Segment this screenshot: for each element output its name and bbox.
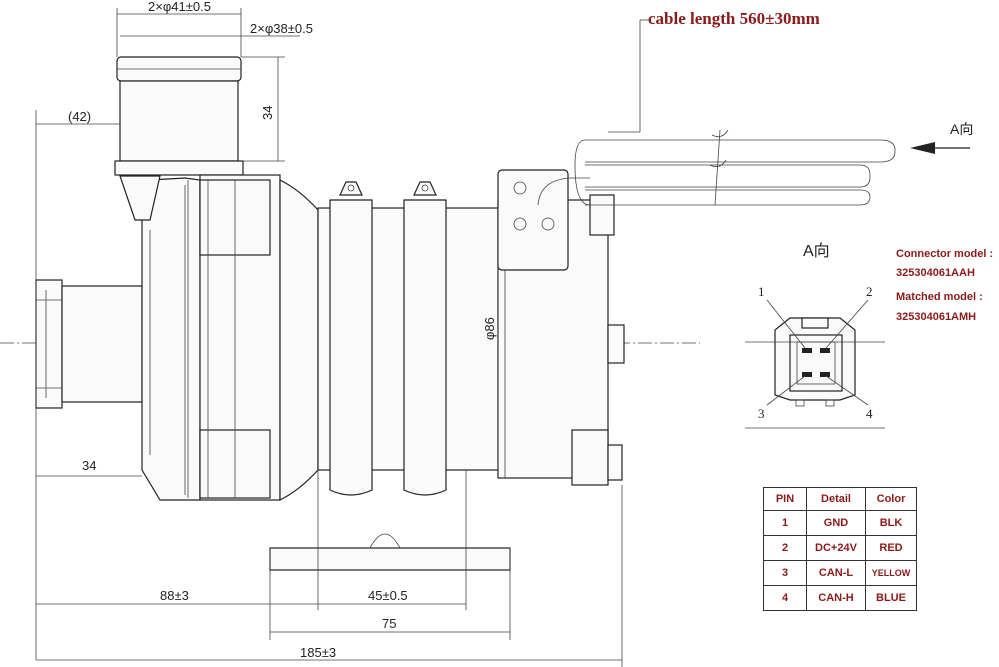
dim-86: φ86: [482, 317, 497, 340]
color-cell: BLK: [865, 510, 917, 536]
connector-block: [497, 169, 615, 271]
view-a-arrow-label: A向: [950, 121, 973, 137]
dim-42: (42): [68, 109, 91, 124]
pin-number-2: 2: [866, 284, 873, 299]
matched-model-label: Matched model :: [896, 291, 983, 303]
detail-cell: CAN-L: [806, 560, 866, 586]
pin-number-4: 4: [866, 406, 873, 421]
pin-number-3: 3: [758, 406, 765, 421]
table-row: 2 DC+24V RED: [763, 535, 917, 561]
dim-185: 185±3: [300, 645, 336, 660]
dim-34-left: 34: [82, 458, 96, 473]
pin-cell: 3: [763, 560, 807, 586]
table-row: 3 CAN-L YELLOW: [763, 560, 917, 586]
clamp-bands: [329, 181, 447, 496]
pin-table: PIN Detail Color 1 GND BLK 2 DC+24V RED …: [763, 487, 917, 611]
table-row: 4 CAN-H BLUE: [763, 585, 917, 611]
inlet-port: [35, 279, 143, 409]
view-a-title: A向: [803, 242, 830, 260]
color-cell: YELLOW: [865, 560, 917, 586]
connector-model-info: Connector model : 325304061AAH Matched m…: [896, 248, 993, 323]
color-cell: BLUE: [865, 585, 917, 611]
dim-88: 88±3: [160, 588, 189, 603]
volute-housing: [119, 175, 201, 501]
detail-cell: CAN-H: [806, 585, 866, 611]
detail-cell: DC+24V: [806, 535, 866, 561]
connector-face-view: 1 2 3 4: [745, 284, 885, 429]
connector-model-value: 325304061AAH: [896, 267, 975, 279]
detail-cell: GND: [806, 510, 866, 536]
mounting-base: [269, 533, 511, 571]
connector-model-label: Connector model :: [896, 248, 993, 260]
dim-38: 2×φ38±0.5: [250, 21, 313, 36]
main-flange: [187, 174, 281, 501]
cable-length-label: cable length 560±30mm: [648, 9, 820, 28]
view-a-arrow: [910, 142, 970, 154]
pin-number-1: 1: [758, 284, 765, 299]
end-cover: [571, 324, 625, 486]
dim-75: 75: [382, 616, 396, 631]
cable-bundle: [574, 129, 896, 206]
pin-table-header-row: PIN Detail Color: [763, 487, 917, 511]
table-row: 1 GND BLK: [763, 510, 917, 536]
dimension-lines: [35, 8, 650, 667]
outlet-pipe: [114, 56, 244, 176]
pin-cell: 2: [763, 535, 807, 561]
color-header: Color: [865, 487, 917, 511]
transition-cone: [279, 179, 319, 501]
pin-cell: 1: [763, 510, 807, 536]
matched-model-value: 325304061AMH: [896, 311, 976, 323]
pin-header: PIN: [763, 487, 807, 511]
pin-cell: 4: [763, 585, 807, 611]
detail-header: Detail: [806, 487, 866, 511]
dim-45: 45±0.5: [368, 588, 408, 603]
dim-41: 2×φ41±0.5: [148, 0, 211, 14]
dim-34-top: 34: [260, 106, 275, 120]
color-cell: RED: [865, 535, 917, 561]
